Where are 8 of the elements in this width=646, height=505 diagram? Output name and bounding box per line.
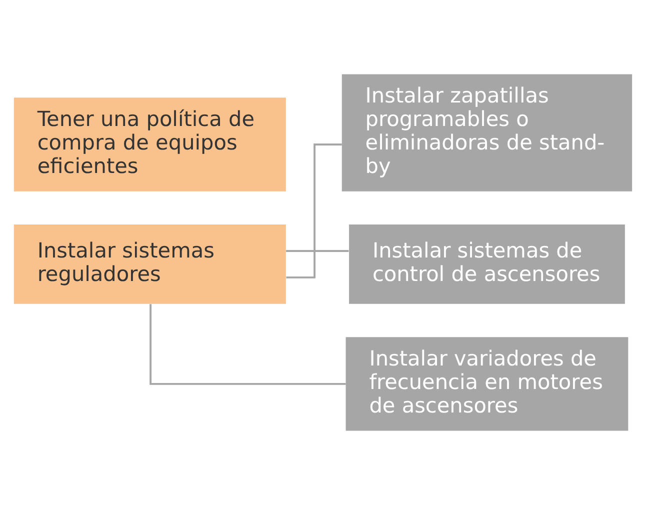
- node-box: Instalar variadores de frecuencia en motores de ascensores: [346, 337, 628, 431]
- connector: [150, 304, 346, 385]
- node-box: Instalar sistemas de control de ascensores: [349, 224, 625, 304]
- node-box: Instalar zapatillas programables o eliminadoras de stand-by: [342, 74, 632, 192]
- node-box: Instalar sistemas reguladores: [14, 224, 286, 304]
- connector: [286, 144, 342, 278]
- node-box: Tener una política de compra de equipos eficientes: [14, 98, 286, 192]
- connector: [286, 250, 349, 252]
